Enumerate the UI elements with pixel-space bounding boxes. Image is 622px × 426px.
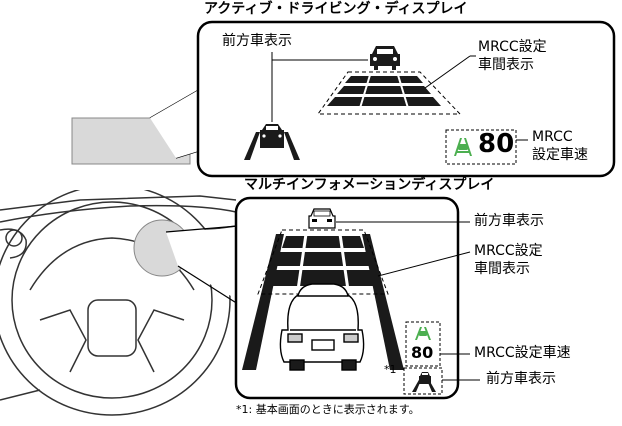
bottom-distance-label-line1: MRCC設定 bbox=[474, 243, 543, 259]
footnote-marker: *1 bbox=[384, 363, 397, 376]
callout-line bbox=[165, 225, 239, 233]
callout-wedge bbox=[166, 228, 238, 300]
bottom-front-vehicle-label: 前方車表示 bbox=[474, 213, 544, 229]
callout-wedge bbox=[150, 88, 202, 158]
callout-line bbox=[177, 265, 239, 305]
top-distance-label-line2: 車間表示 bbox=[478, 57, 534, 73]
bottom-front-vehicle-2-label: 前方車表示 bbox=[486, 371, 556, 387]
top-speed-label-line1: MRCC bbox=[532, 129, 573, 145]
bottom-mrcc-icon bbox=[415, 327, 431, 340]
top-distance-bars bbox=[327, 76, 441, 106]
top-own-vehicle-icon bbox=[244, 124, 300, 160]
bottom-panel-title: マルチインフォメーションディスプレイ bbox=[244, 177, 495, 193]
own-vehicle-illustration bbox=[279, 283, 365, 371]
top-panel-title: アクティブ・ドライビング・ディスプレイ bbox=[204, 1, 468, 17]
top-front-vehicle-icon bbox=[370, 46, 400, 70]
top-distance-leader bbox=[424, 55, 471, 89]
top-speed-dashed-box bbox=[445, 129, 517, 165]
right-lane-line bbox=[362, 234, 404, 370]
bottom-distance-label-line2: 車間表示 bbox=[474, 261, 530, 277]
top-distance-dashed-box bbox=[317, 71, 462, 115]
bottom-front-vehicle-2-icon bbox=[412, 372, 436, 392]
bottom-distance-dashed-box bbox=[257, 229, 389, 295]
steering-wheel-drawing bbox=[0, 190, 237, 416]
bottom-distance-stripes bbox=[296, 233, 350, 291]
left-lane-line bbox=[242, 234, 284, 370]
bottom-front-vehicle-icon bbox=[308, 208, 336, 229]
top-front-vehicle-label: 前方車表示 bbox=[222, 33, 292, 49]
footnote: *1: 基本画面のときに表示されます。 bbox=[236, 403, 420, 416]
bottom-set-speed-label: MRCC設定車速 bbox=[474, 345, 571, 361]
bottom-distance-leader bbox=[377, 251, 471, 277]
bottom-speed-dashed-box bbox=[405, 321, 441, 367]
top-distance-label-line1: MRCC設定 bbox=[478, 39, 547, 55]
bottom-front-vehicle-2-dashed-box bbox=[403, 367, 443, 395]
bottom-distance-bars bbox=[267, 236, 379, 286]
top-mrcc-icon bbox=[454, 138, 472, 156]
top-distance-stripes bbox=[359, 74, 409, 109]
bottom-speed-value: 80 bbox=[411, 343, 434, 362]
top-speed-label-line2: 設定車速 bbox=[532, 147, 588, 163]
top-speed-value: 80 bbox=[478, 129, 515, 159]
